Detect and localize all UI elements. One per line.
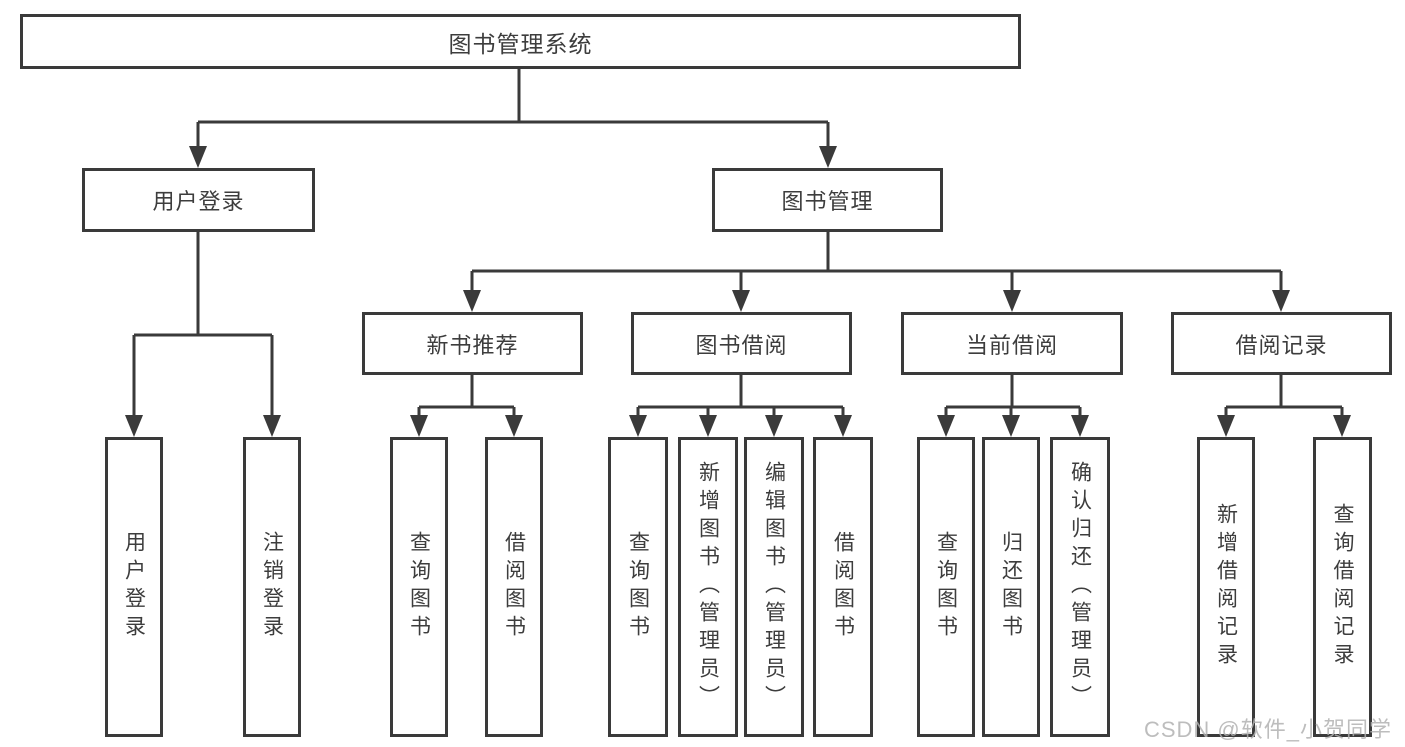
leaf-query-books-recommend: 查询图书: [390, 437, 448, 737]
leaf-add-books-admin: 新增图书（管理员）: [678, 437, 738, 737]
csdn-watermark: CSDN @软件_小贺同学: [1143, 717, 1392, 742]
leaf-logout-login: 注销登录: [243, 437, 301, 737]
node-book-management: 图书管理: [712, 168, 943, 232]
node-new-book-recommend: 新书推荐: [362, 312, 583, 375]
leaf-confirm-return-admin: 确认归还（管理员）: [1050, 437, 1110, 737]
node-borrowing-records: 借阅记录: [1171, 312, 1392, 375]
leaf-borrow-books-recommend: 借阅图书: [485, 437, 543, 737]
leaf-edit-books-admin: 编辑图书（管理员）: [744, 437, 804, 737]
node-user-login: 用户登录: [82, 168, 315, 232]
leaf-query-borrow-record: 查询借阅记录: [1313, 437, 1372, 737]
node-current-borrowing: 当前借阅: [901, 312, 1123, 375]
leaf-return-books: 归还图书: [982, 437, 1040, 737]
node-library-management-system: 图书管理系统: [20, 14, 1021, 69]
leaf-user-login: 用户登录: [105, 437, 163, 737]
leaf-add-borrow-record: 新增借阅记录: [1197, 437, 1255, 737]
leaf-query-books-current: 查询图书: [917, 437, 975, 737]
leaf-query-books-borrowing: 查询图书: [608, 437, 668, 737]
leaf-borrow-books-borrowing: 借阅图书: [813, 437, 873, 737]
node-book-borrowing: 图书借阅: [631, 312, 852, 375]
arrowheads: [125, 146, 1351, 437]
